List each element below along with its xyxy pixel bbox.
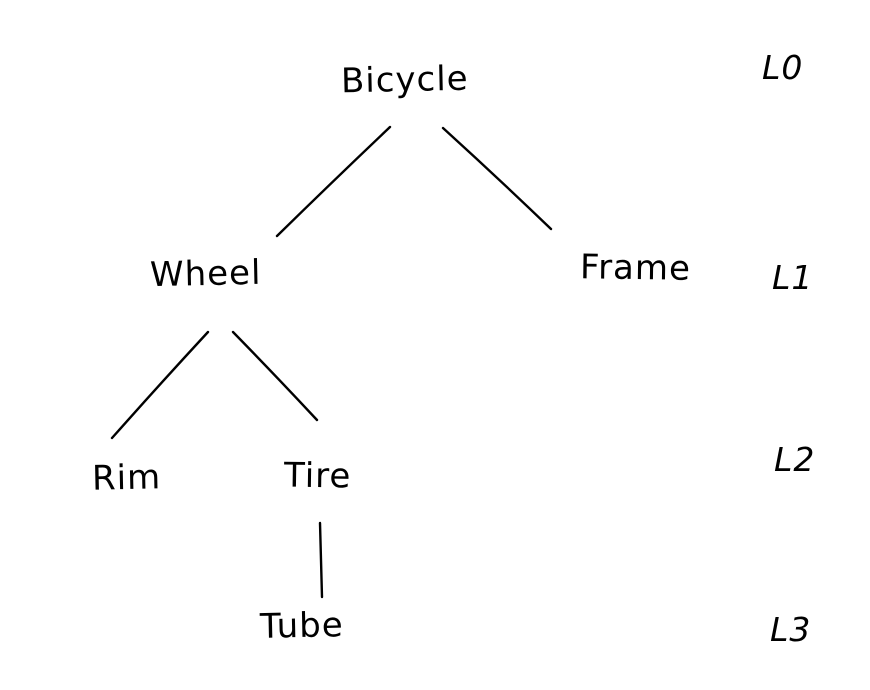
node-tire: Tire [283, 455, 352, 497]
edge-tire-tube [318, 521, 324, 599]
node-rim: Rim [91, 457, 162, 499]
node-bicycle: Bicycle [340, 58, 470, 102]
node-wheel: Wheel [149, 252, 262, 296]
level-label-l0: L0 [762, 48, 804, 87]
node-tube: Tube [259, 605, 345, 647]
edge-bicycle-wheel [275, 125, 392, 238]
edge-wheel-tire [231, 330, 319, 422]
node-frame: Frame [579, 247, 692, 289]
level-label-l3: L3 [770, 610, 812, 649]
edge-wheel-rim [110, 330, 210, 440]
level-label-l1: L1 [772, 258, 814, 297]
edge-bicycle-frame [441, 126, 553, 231]
level-label-l2: L2 [774, 440, 816, 479]
